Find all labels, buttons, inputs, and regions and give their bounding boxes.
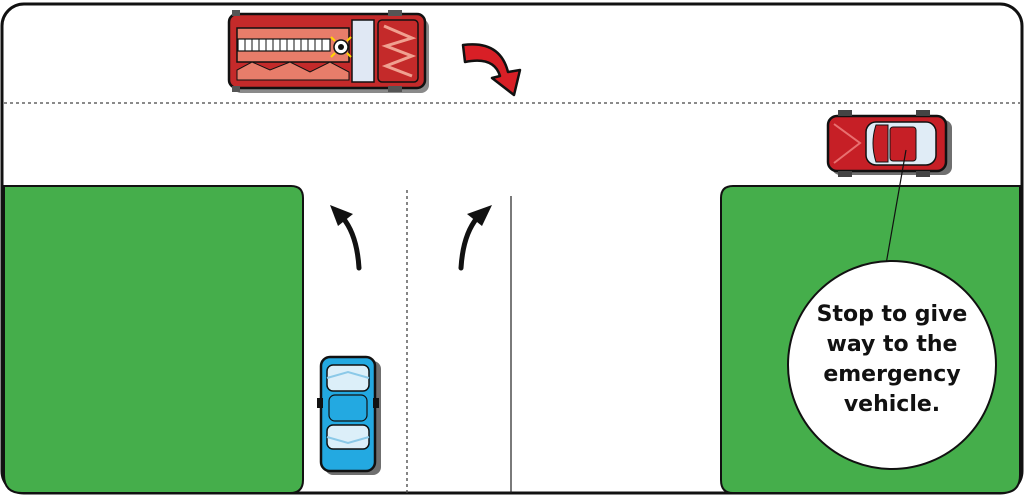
callout-line: emergency <box>786 360 998 390</box>
callout-line: Stop to give <box>786 300 998 330</box>
blue-car-icon <box>317 357 381 475</box>
callout-text: Stop to give way to the emergency vehicl… <box>786 300 998 420</box>
fire-truck-icon <box>229 10 429 93</box>
red-car-icon <box>828 110 952 177</box>
callout-line: way to the <box>786 330 998 360</box>
grass-block-left <box>4 186 303 493</box>
callout-line: vehicle. <box>786 390 998 420</box>
